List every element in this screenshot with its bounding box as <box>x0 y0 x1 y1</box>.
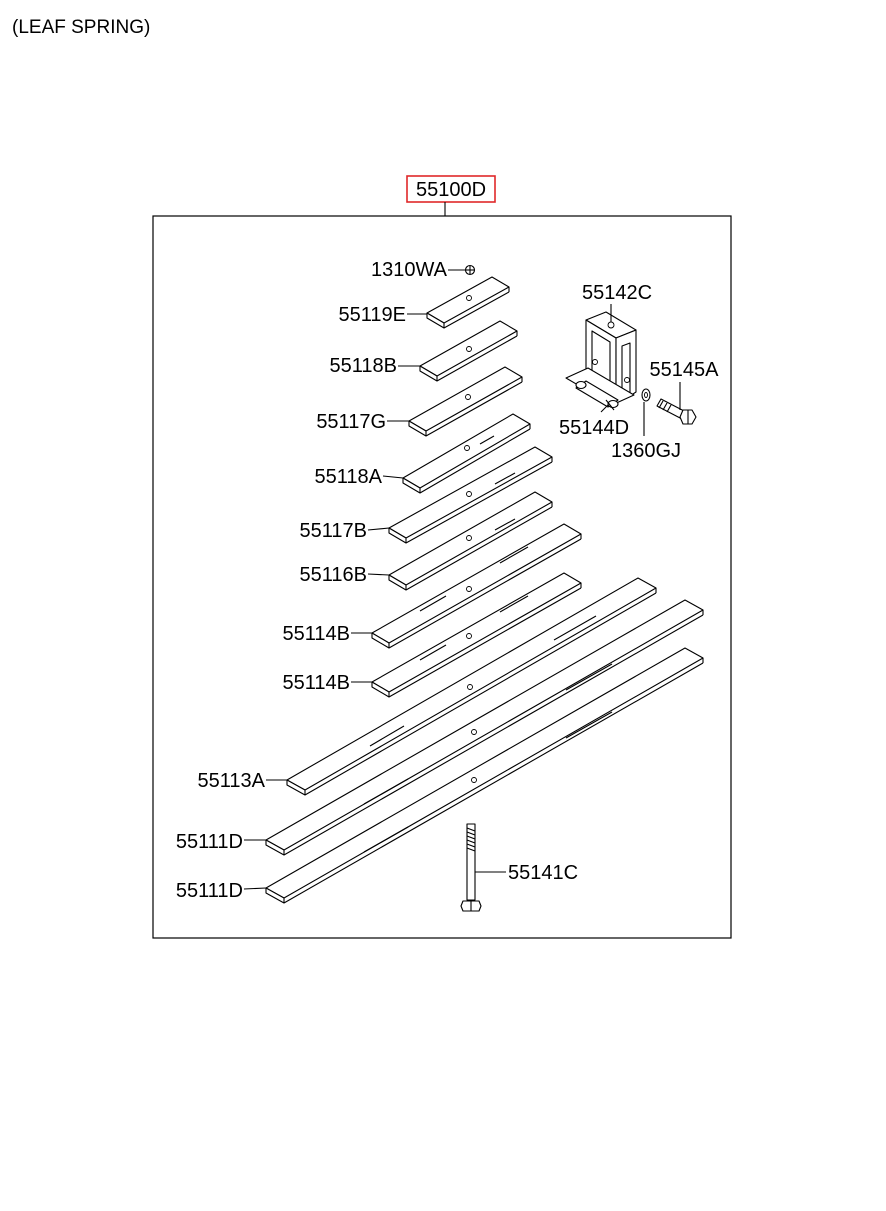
shackle-pin-55144D-icon[interactable] <box>565 367 635 411</box>
label-55118B[interactable]: 55118B <box>330 355 397 377</box>
label-1310WA[interactable]: 1310WA <box>371 259 448 281</box>
leaf-55111D-upper[interactable] <box>265 599 704 856</box>
label-55119E[interactable]: 55119E <box>339 304 406 326</box>
label-55111D-lower[interactable]: 55111D <box>176 880 243 902</box>
bracket-55142C-icon[interactable] <box>585 311 637 405</box>
label-55118A[interactable]: 55118A <box>315 466 383 488</box>
leaf-55114B-upper[interactable] <box>371 523 582 649</box>
label-55145A[interactable]: 55145A <box>650 359 720 381</box>
label-55141C[interactable]: 55141C <box>508 862 578 884</box>
leaf-55111D-lower[interactable] <box>265 647 704 904</box>
leaf-55117B[interactable] <box>388 446 553 544</box>
label-55111D-upper[interactable]: 55111D <box>176 831 243 853</box>
bolt-55145A-icon[interactable] <box>656 398 697 425</box>
label-55114B-upper[interactable]: 55114B <box>283 623 350 645</box>
washer-1360GJ-icon[interactable] <box>641 388 651 402</box>
leader-lines <box>243 269 681 890</box>
label-55117G[interactable]: 55117G <box>316 411 386 433</box>
label-55142C[interactable]: 55142C <box>582 282 652 304</box>
label-55114B-lower[interactable]: 55114B <box>283 672 350 694</box>
assembly-highlight-box <box>406 175 496 203</box>
leaf-55114B-lower[interactable] <box>371 572 582 698</box>
label-55144D[interactable]: 55144D <box>559 417 629 439</box>
leaf-55116B[interactable] <box>388 491 553 591</box>
label-55117B[interactable]: 55117B <box>300 520 367 542</box>
assembly-frame <box>152 215 732 939</box>
center-bolt-55141C-icon[interactable] <box>460 823 482 912</box>
nut-1310WA-icon[interactable] <box>464 264 476 276</box>
diagram-title: (LEAF SPRING) <box>12 17 150 38</box>
leaf-55113A[interactable] <box>286 577 657 796</box>
leaf-55119E[interactable] <box>426 276 510 329</box>
leaf-55117G[interactable] <box>408 366 523 437</box>
label-55113A[interactable]: 55113A <box>198 770 266 792</box>
label-55116B[interactable]: 55116B <box>300 564 367 586</box>
leaf-55118B[interactable] <box>419 320 518 382</box>
label-1360GJ[interactable]: 1360GJ <box>611 440 681 462</box>
assembly-label[interactable]: 55100D <box>416 179 486 201</box>
leaf-55118A[interactable] <box>402 413 531 494</box>
